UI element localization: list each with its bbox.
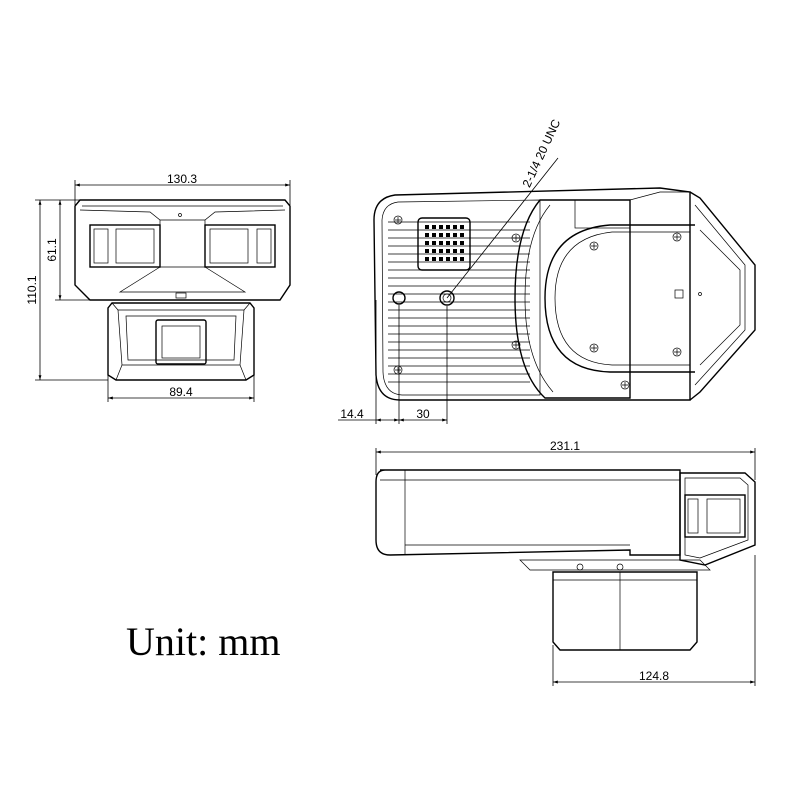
offset-1-label: 14.4 xyxy=(340,407,364,421)
unit-label: Unit: mm xyxy=(126,619,280,664)
side-dimensions: 231.1 124.8 xyxy=(375,439,756,686)
front-total-height-label: 110.1 xyxy=(25,275,39,304)
front-width-label: 130.3 xyxy=(167,172,197,186)
top-view: 2-1/4 20 UNC xyxy=(373,117,756,401)
front-dimensions: 130.3 61.1 110.1 89.4 xyxy=(25,172,291,402)
offset-2-label: 30 xyxy=(416,407,430,421)
front-view xyxy=(74,199,291,381)
top-dimensions: 14.4 30 xyxy=(338,300,448,424)
side-view xyxy=(375,469,756,651)
side-total-length-label: 231.1 xyxy=(550,439,580,453)
front-upper-height-label: 61.1 xyxy=(45,238,59,262)
front-lower-width-label: 89.4 xyxy=(169,385,193,399)
side-lower-length-label: 124.8 xyxy=(639,669,669,683)
